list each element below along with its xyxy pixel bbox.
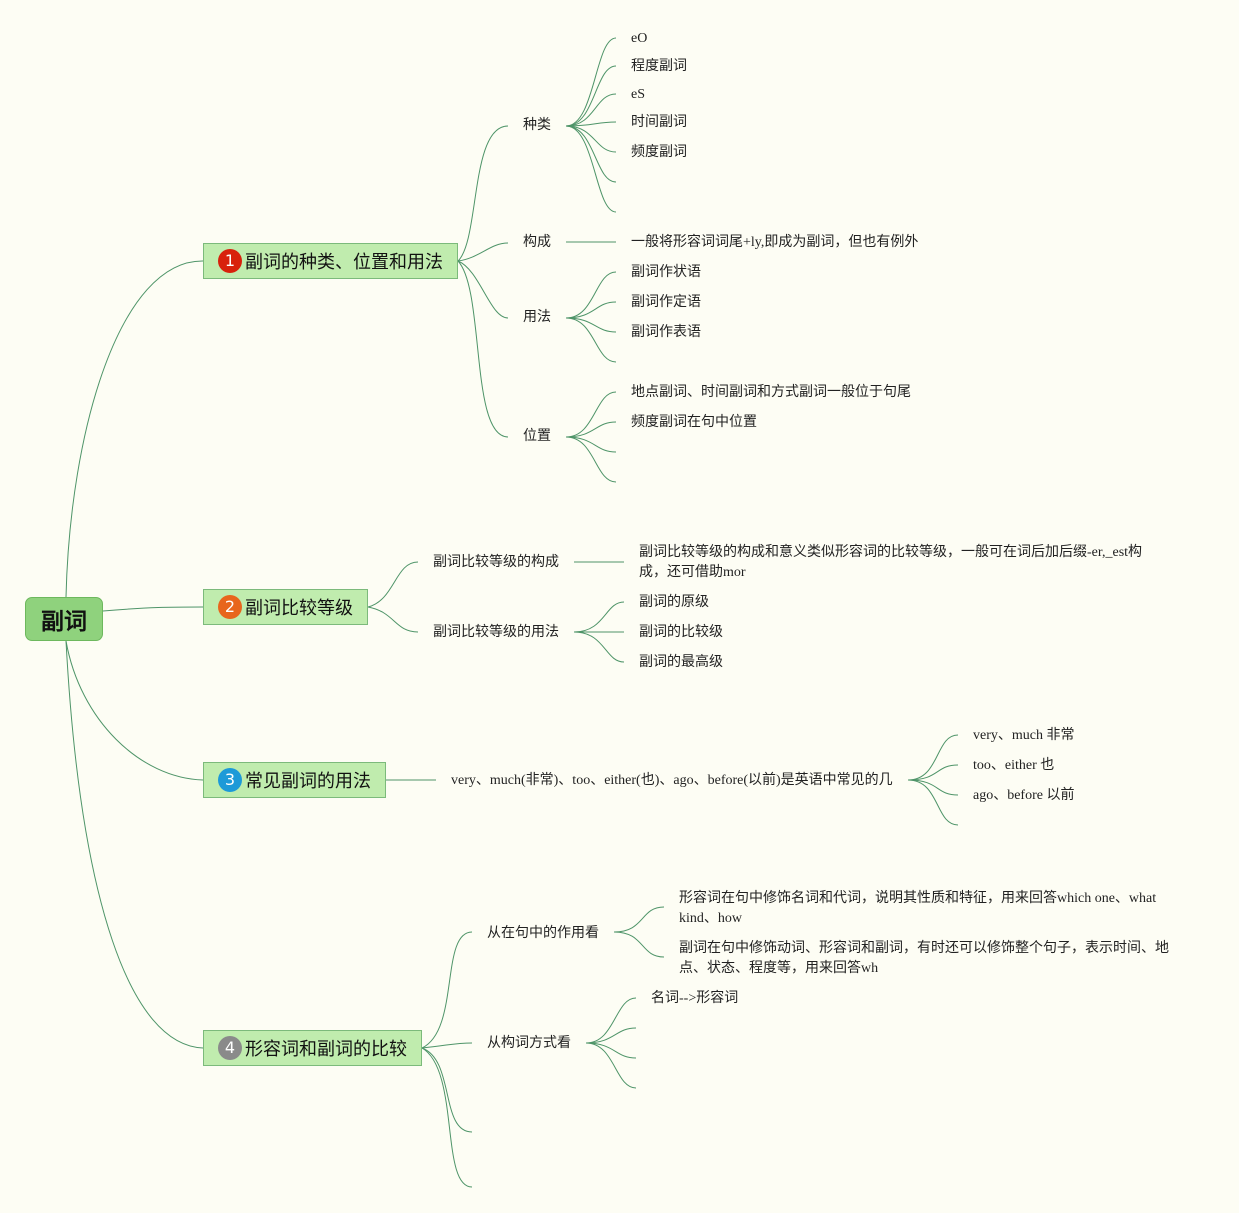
leaf-common-2[interactable]: too、either 也 <box>973 758 1055 773</box>
topic-role-in-sentence[interactable]: 从在句中的作用看 <box>487 926 599 941</box>
leaf-common-3[interactable]: ago、before 以前 <box>973 788 1075 803</box>
leaf-formation-text[interactable]: 一般将形容词词尾+ly,即成为副词，但也有例外 <box>631 235 919 250</box>
topic-formation[interactable]: 构成 <box>523 235 551 250</box>
topic-word-formation[interactable]: 从构词方式看 <box>487 1036 571 1051</box>
leaf-usage-1[interactable]: 副词作状语 <box>631 265 701 280</box>
leaf-comparison-1[interactable]: 副词的原级 <box>639 595 709 610</box>
leaf-position-2[interactable]: 频度副词在句中位置 <box>631 415 757 430</box>
leaf-common-1[interactable]: very、much 非常 <box>973 728 1075 743</box>
leaf-role-1[interactable]: 形容词在句中修饰名词和代词，说明其性质和特征，用来回答which one、wha… <box>679 891 1157 926</box>
branch-label-1: 副词的种类、位置和用法 <box>245 252 443 273</box>
branch-label-2: 副词比较等级 <box>245 598 353 619</box>
branch-node-3[interactable]: 3 常见副词的用法 <box>203 762 386 798</box>
leaf-comparison-formation-text[interactable]: 副词比较等级的构成和意义类似形容词的比较等级，一般可在词后加后缀-er,_est… <box>639 545 1143 580</box>
branch-label-3: 常见副词的用法 <box>245 771 371 792</box>
leaf-usage-2[interactable]: 副词作定语 <box>631 295 701 310</box>
leaf-role-2[interactable]: 副词在句中修饰动词、形容词和副词，有时还可以修饰整个句子，表示时间、地点、状态、… <box>679 941 1169 976</box>
leaf-kind-2[interactable]: 程度副词 <box>631 59 687 74</box>
topic-common-adverbs[interactable]: very、much(非常)、too、either(也)、ago、before(以… <box>451 773 893 788</box>
topic-kinds[interactable]: 种类 <box>523 118 551 133</box>
branch-node-1[interactable]: 1 副词的种类、位置和用法 <box>203 243 458 279</box>
leaf-position-1[interactable]: 地点副词、时间副词和方式副词一般位于句尾 <box>631 385 911 400</box>
leaf-kind-5[interactable]: 频度副词 <box>631 145 687 160</box>
leaf-comparison-3[interactable]: 副词的最高级 <box>639 655 723 670</box>
branch-node-2[interactable]: 2 副词比较等级 <box>203 589 368 625</box>
branch-node-4[interactable]: 4 形容词和副词的比较 <box>203 1030 422 1066</box>
root-node[interactable]: 副词 <box>25 597 103 641</box>
branch-label-4: 形容词和副词的比较 <box>245 1039 407 1060</box>
topic-comparison-usage[interactable]: 副词比较等级的用法 <box>433 625 559 640</box>
leaf-kind-4[interactable]: 时间副词 <box>631 115 687 130</box>
number-badge-1: 1 <box>218 249 242 273</box>
topic-usage[interactable]: 用法 <box>523 310 551 325</box>
topic-comparison-formation[interactable]: 副词比较等级的构成 <box>433 555 559 570</box>
leaf-kind-3[interactable]: eS <box>631 87 645 102</box>
leaf-comparison-2[interactable]: 副词的比较级 <box>639 625 723 640</box>
leaf-usage-3[interactable]: 副词作表语 <box>631 325 701 340</box>
leaf-kind-1[interactable]: eO <box>631 31 648 46</box>
number-badge-3: 3 <box>218 768 242 792</box>
number-badge-2: 2 <box>218 595 242 619</box>
number-badge-4: 4 <box>218 1036 242 1060</box>
topic-position[interactable]: 位置 <box>523 429 551 444</box>
leaf-wordform-1[interactable]: 名词-->形容词 <box>651 991 739 1006</box>
